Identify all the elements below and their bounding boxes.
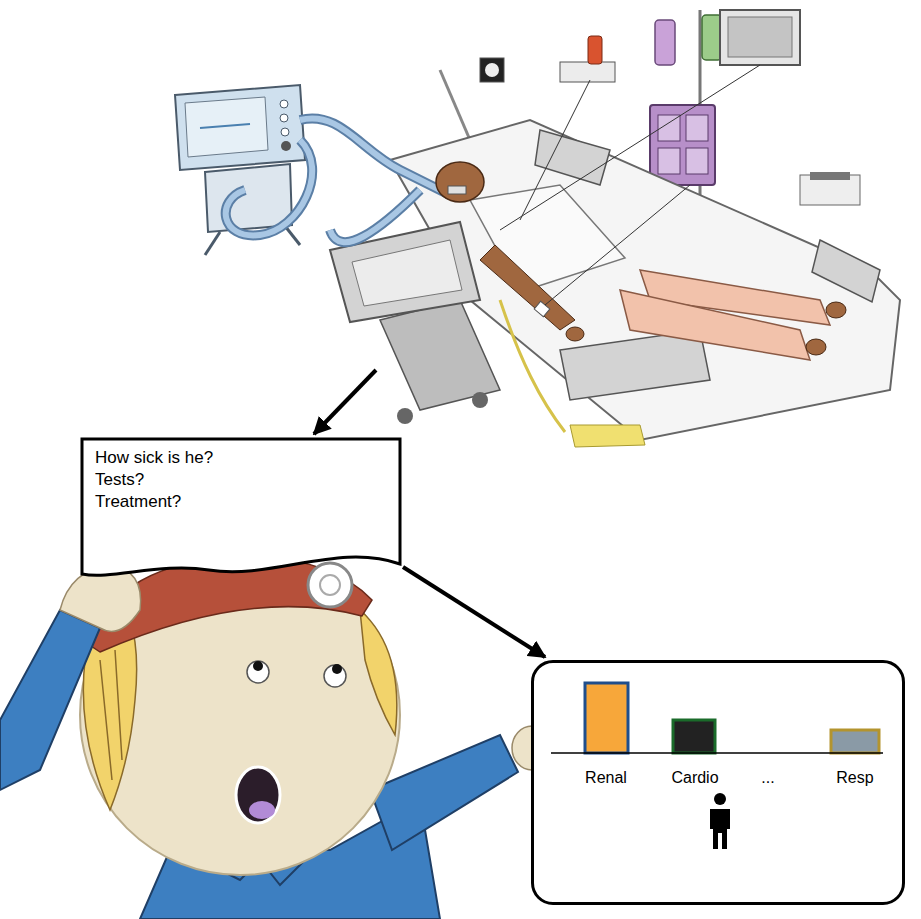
monitors [810, 172, 850, 180]
doctor-cartoon [249, 801, 275, 819]
doctor-cartoon [320, 575, 340, 595]
bed [380, 300, 500, 410]
patient [534, 301, 550, 316]
bar-label: Cardio [671, 767, 718, 789]
question-text: How sick is he? Tests? Treatment? [95, 447, 231, 513]
bar-label: Resp [836, 767, 873, 789]
patient [470, 185, 625, 292]
doctor-cartoon [0, 610, 100, 790]
icu-illustration [175, 10, 900, 447]
doctor-cartoon [236, 767, 280, 823]
bed [812, 240, 880, 302]
doctor-cartoon [324, 665, 346, 687]
doctor-cartoon [100, 650, 122, 780]
bed [397, 408, 413, 424]
iv-pole [686, 115, 708, 141]
ventilator [285, 226, 300, 245]
monitors [485, 63, 499, 77]
bar-chart [551, 683, 883, 849]
bed [560, 330, 710, 400]
patient [480, 245, 575, 330]
organ-score-panel: Renal Cardio... Resp [531, 660, 905, 905]
urine-line [500, 300, 645, 447]
doctor-cartoon [253, 661, 263, 671]
patient [806, 339, 826, 355]
patient [826, 302, 846, 318]
breathing-hoses [300, 118, 450, 195]
breathing-hoses [300, 118, 450, 195]
patient [436, 65, 846, 360]
person-icon [710, 809, 730, 849]
score-bar [831, 730, 879, 753]
breathing-hoses [330, 190, 420, 242]
baseline [551, 752, 883, 754]
urine-line [570, 425, 645, 447]
ventilator [281, 128, 289, 136]
doctor-cartoon [332, 664, 342, 674]
patient [566, 327, 584, 341]
ventilator [280, 114, 288, 122]
doctor-cartoon [308, 563, 352, 607]
iv-pole [658, 148, 680, 174]
doctor-cartoon [360, 610, 397, 735]
illustration-arrow [314, 370, 376, 434]
patient [545, 185, 690, 305]
bubble-outline [82, 439, 400, 575]
bar-label: ... [761, 767, 774, 789]
bed [330, 120, 900, 440]
patient [436, 162, 484, 202]
breathing-hoses [226, 140, 312, 235]
score-bar [673, 720, 715, 753]
score-bar [585, 683, 628, 753]
ventilator [185, 97, 268, 157]
illustration-arrow [314, 370, 376, 434]
person-icon [714, 793, 726, 805]
doctor-cartoon [0, 555, 552, 919]
iv-pole [655, 20, 675, 65]
monitors [440, 70, 470, 140]
bed [535, 130, 610, 185]
breathing-hoses [226, 118, 450, 242]
monitors [720, 10, 800, 65]
monitors [480, 58, 504, 82]
bed [352, 240, 462, 306]
monitors [588, 36, 602, 64]
ventilator [281, 141, 291, 151]
patient [500, 65, 760, 230]
ventilator [175, 85, 305, 170]
patient [448, 186, 466, 194]
iv-pole [686, 148, 708, 174]
speech-bubble: How sick is he? Tests? Treatment? [80, 437, 402, 582]
ventilator [205, 164, 292, 232]
flow-arrow [403, 567, 545, 657]
monitors [728, 17, 792, 57]
ventilator [200, 124, 250, 128]
doctor-cartoon [247, 661, 269, 683]
patient [620, 290, 810, 360]
iv-pole [650, 105, 715, 185]
ventilator [205, 232, 220, 255]
ventilator [280, 100, 288, 108]
breathing-hoses [226, 140, 312, 235]
bar-label: Renal [585, 767, 627, 789]
bed [472, 392, 488, 408]
urine-line [500, 300, 565, 432]
monitors [560, 62, 615, 82]
breathing-hoses [330, 190, 420, 242]
patient [520, 80, 590, 220]
